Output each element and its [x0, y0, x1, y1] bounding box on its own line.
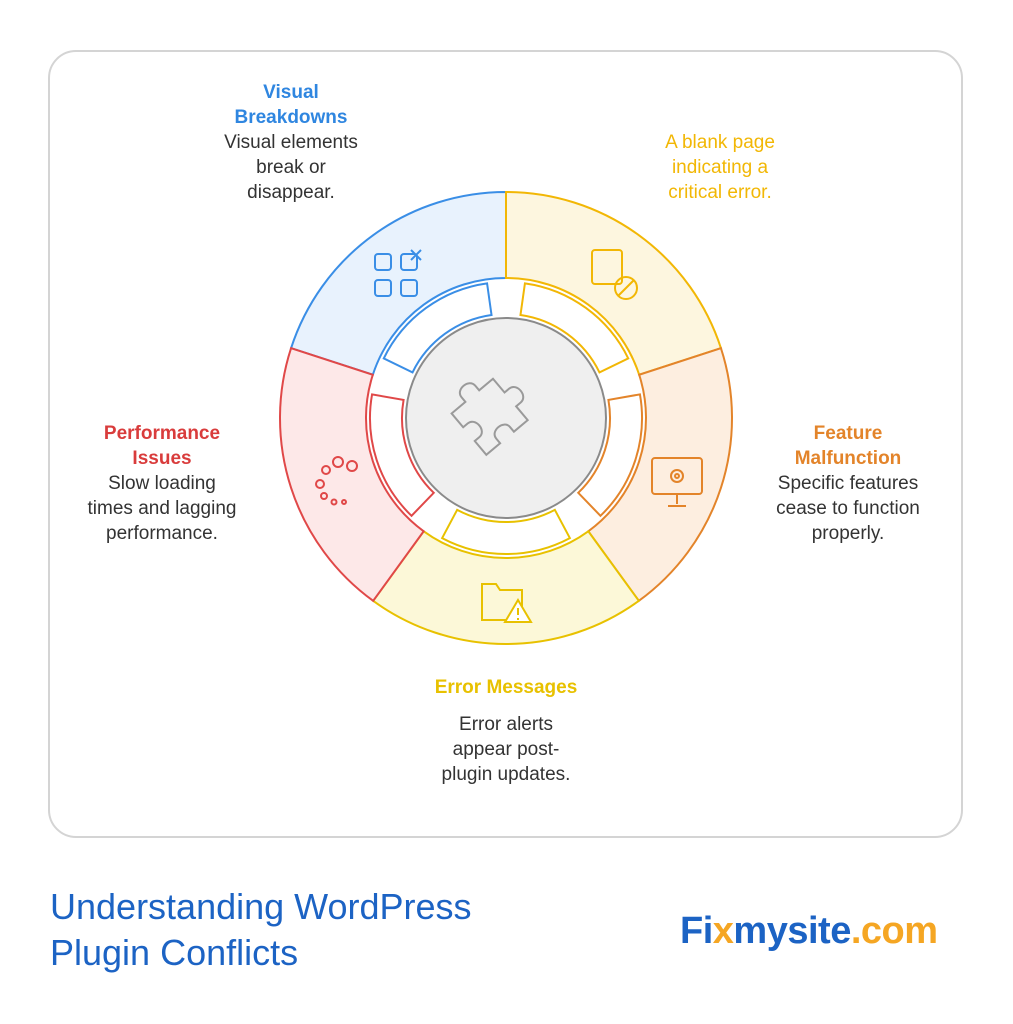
page-title: Understanding WordPress Plugin Conflicts	[50, 884, 472, 976]
inner-band-error	[440, 508, 572, 555]
fixmysite-logo[interactable]: Fixmysite.com	[680, 910, 938, 952]
inner-band-blank	[519, 282, 630, 374]
inner-band-feature	[576, 393, 643, 518]
segment-performance	[279, 346, 426, 603]
loading-dots-icon	[315, 456, 358, 506]
segment-feature	[586, 346, 733, 603]
puzzle-piece-icon	[450, 377, 530, 457]
page-title-line1: Understanding WordPress	[50, 886, 472, 927]
page-title-line2: Plugin Conflicts	[50, 932, 299, 973]
segment-error	[371, 529, 641, 645]
center-circle	[405, 317, 607, 519]
inner-band-performance	[369, 393, 436, 518]
label-error-title: Error Messages	[434, 677, 578, 698]
grid-x-icon	[374, 249, 422, 297]
inner-band-visual	[382, 282, 493, 374]
blank-page-icon	[591, 249, 638, 300]
segment-visual	[289, 190, 507, 376]
monitor-gear-icon	[651, 457, 703, 507]
folder-warning-icon	[481, 583, 533, 623]
